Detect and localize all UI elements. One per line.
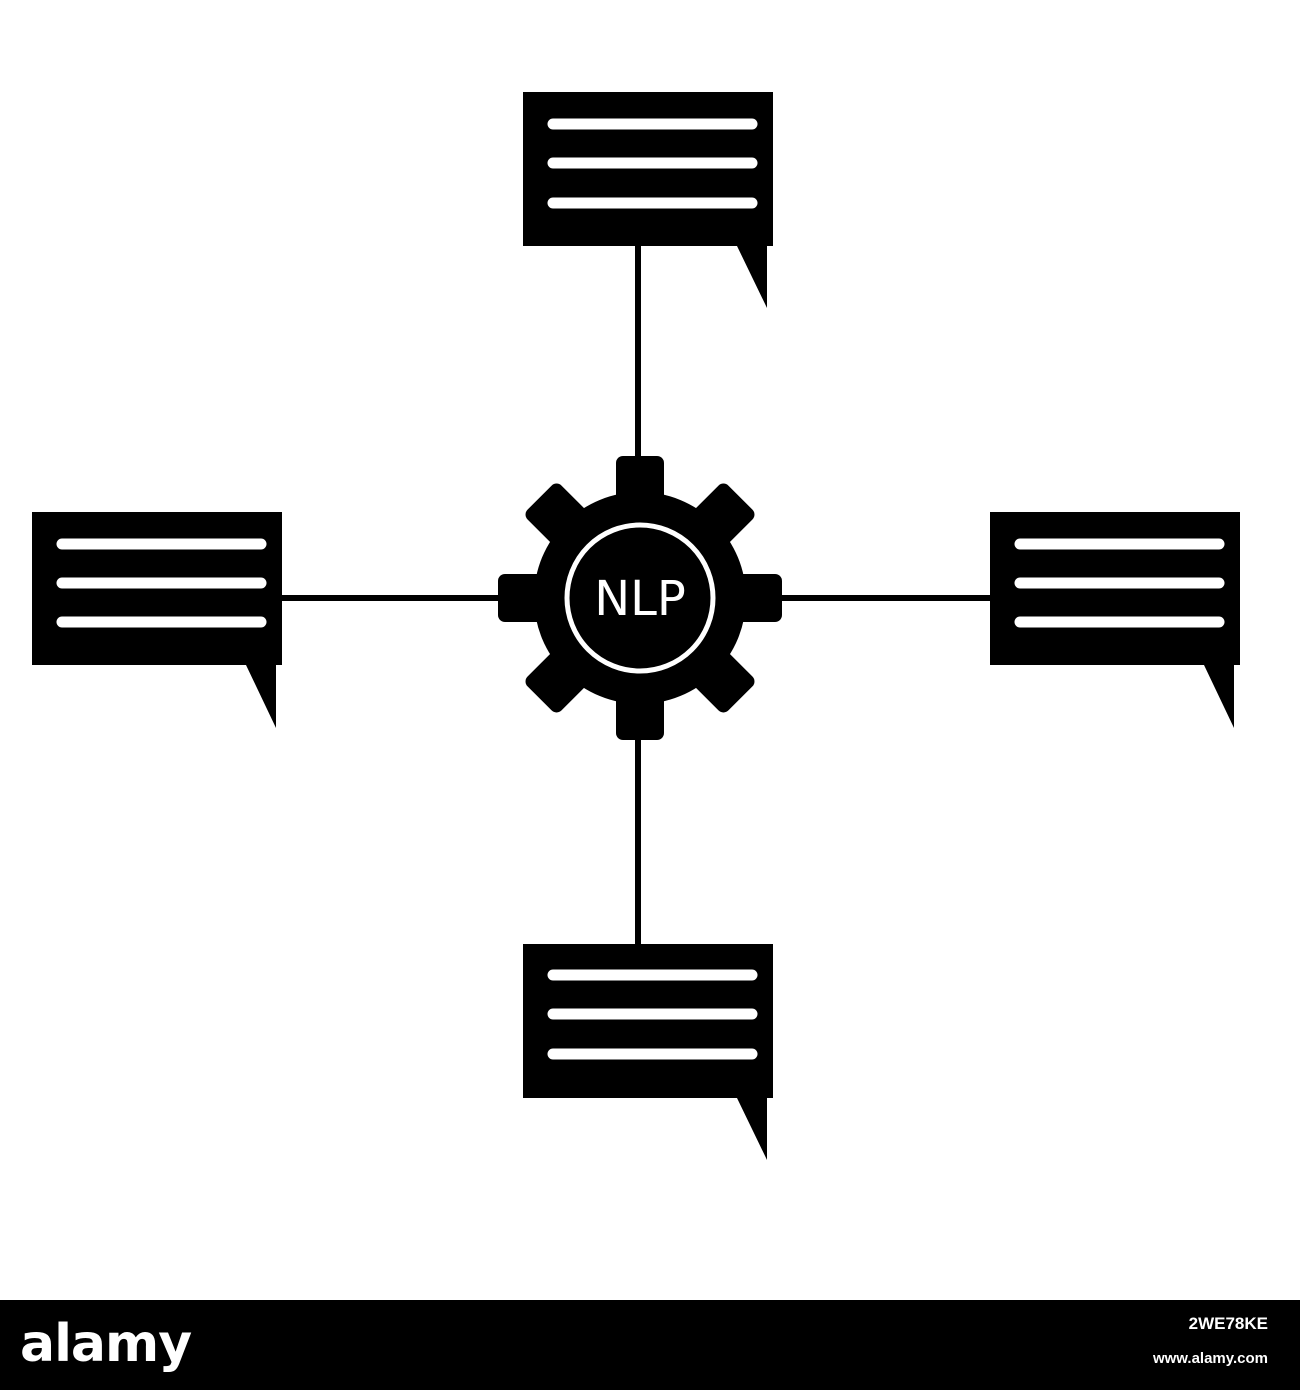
nlp-label: NLP: [594, 571, 686, 627]
gear-icon: NLP: [498, 456, 782, 740]
nlp-hub-diagram: NLP: [32, 92, 1240, 1160]
site-url: www.alamy.com: [1152, 1350, 1268, 1367]
brand-logo: alamy: [20, 1314, 192, 1374]
speech-bubble-top: [523, 92, 773, 308]
diagram-canvas: NLP: [32, 92, 1240, 1160]
image-id: 2WE78KE: [1188, 1314, 1268, 1333]
speech-bubble-right: [990, 512, 1240, 728]
nlp-ring: [564, 522, 716, 674]
watermark-footer: alamy 2WE78KE www.alamy.com: [0, 1300, 1300, 1390]
speech-bubble-bottom: [523, 944, 773, 1160]
connectors: [282, 246, 990, 944]
speech-bubble-left: [32, 512, 282, 728]
